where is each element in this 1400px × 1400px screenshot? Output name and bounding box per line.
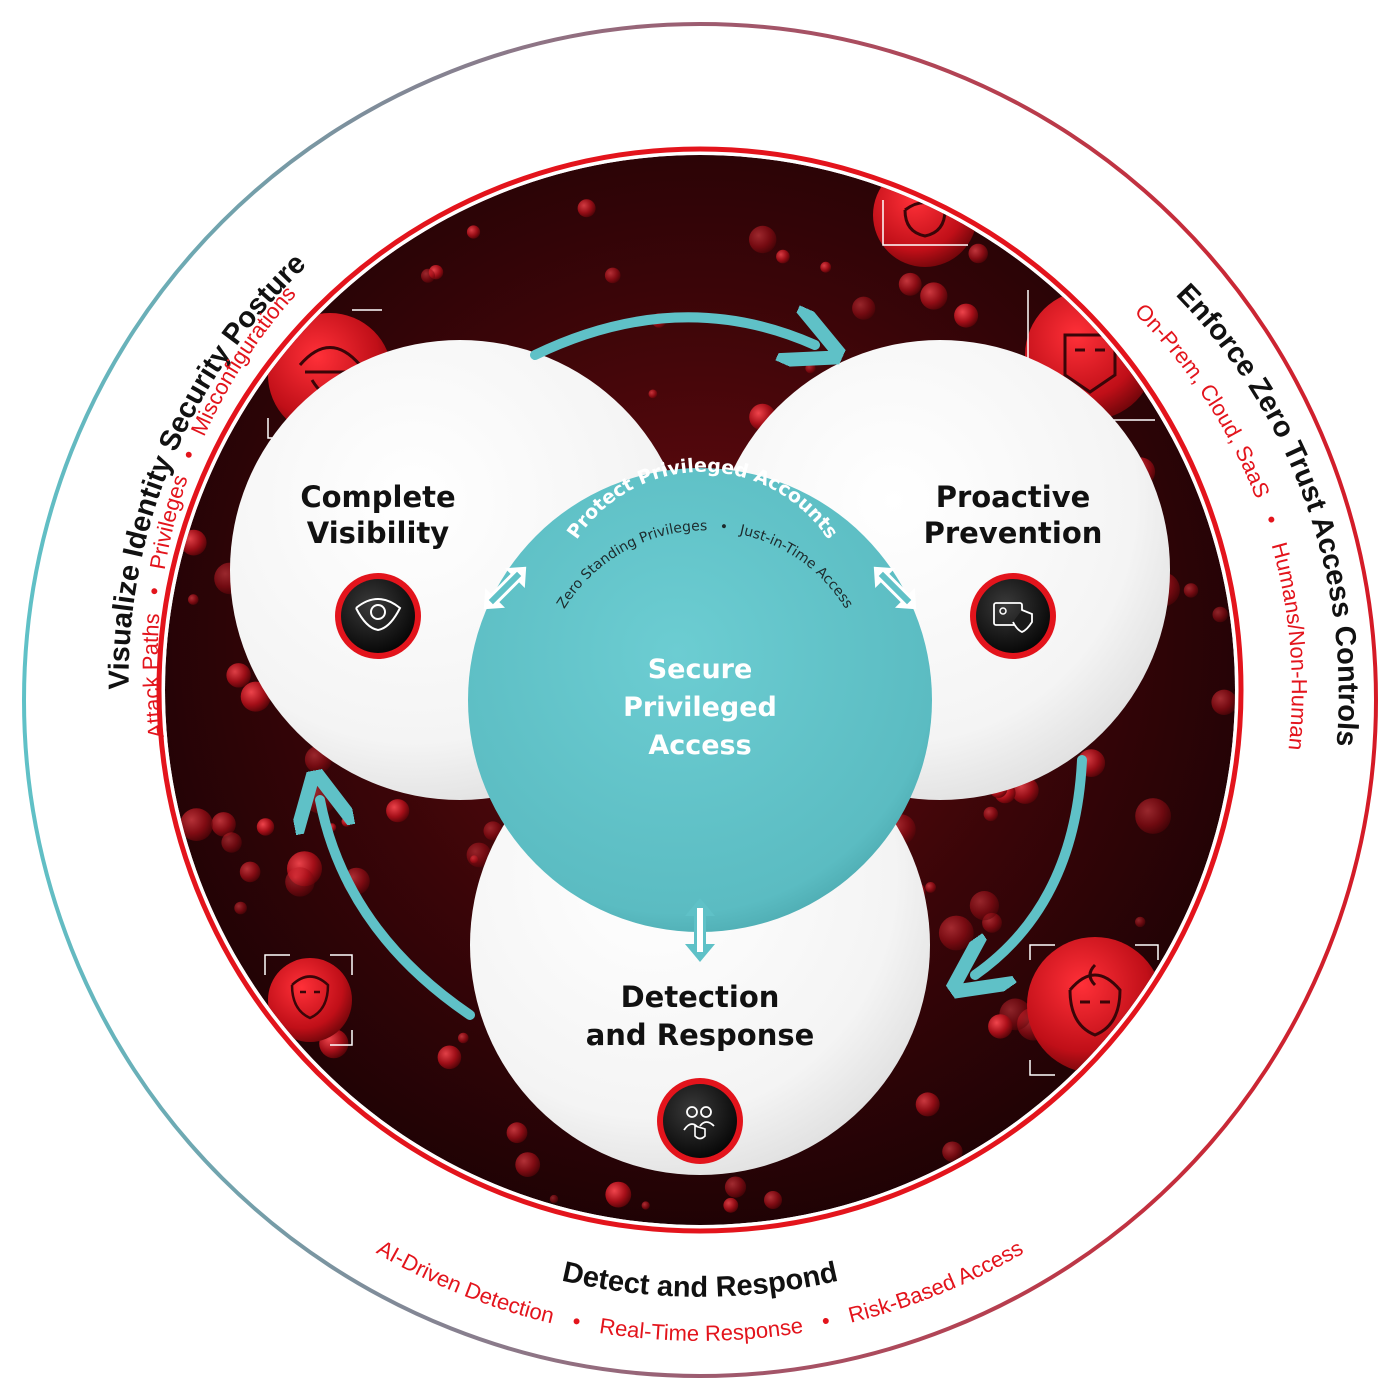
- masked-skull-icon: [264, 954, 353, 1046]
- bokeh-dot: [915, 1092, 940, 1117]
- detection-line2: and Response: [586, 1018, 815, 1052]
- bokeh-dot: [549, 1194, 559, 1204]
- bokeh-dot: [506, 1122, 528, 1144]
- double-arrow-right: [873, 566, 917, 610]
- prevention-line2: Prevention: [924, 516, 1103, 550]
- center-ball: [468, 468, 932, 932]
- bokeh-dot: [776, 249, 790, 264]
- bokeh-dot: [285, 867, 315, 897]
- bokeh-dot: [577, 199, 596, 218]
- bokeh-dot: [458, 1032, 469, 1044]
- bokeh-dot: [466, 225, 481, 239]
- bokeh-dot: [898, 272, 922, 296]
- prevention-line1: Proactive: [936, 480, 1091, 514]
- cycle-arrow-top: [530, 317, 815, 355]
- bokeh-dot: [211, 812, 236, 837]
- bokeh-dot: [925, 882, 936, 893]
- bokeh-dot: [920, 282, 948, 310]
- bokeh-dot: [724, 1176, 747, 1198]
- center-line3: Access: [648, 730, 751, 761]
- double-arrow-left: [483, 566, 527, 610]
- bokeh-dot: [239, 861, 261, 883]
- bokeh-dot: [723, 1197, 739, 1213]
- bokeh-dot: [1135, 916, 1146, 928]
- bokeh-dot: [386, 799, 410, 823]
- bokeh-dot: [648, 389, 658, 399]
- bokeh-dot: [820, 261, 832, 273]
- id-card-shield-icon: [970, 573, 1056, 659]
- visibility-line1: Complete: [300, 480, 455, 514]
- bokeh-dot: [938, 915, 974, 951]
- bokeh-dot: [988, 1014, 1013, 1039]
- bokeh-dot: [515, 1152, 541, 1177]
- bokeh-dot: [188, 594, 199, 605]
- bokeh-dot: [256, 818, 275, 836]
- double-arrow-bottom: [685, 898, 715, 962]
- bokeh-dot: [466, 842, 492, 868]
- bokeh-dot: [605, 1181, 632, 1208]
- left-sep-1: •: [141, 586, 167, 597]
- bokeh-dot: [221, 832, 242, 853]
- center-line1: Secure: [648, 654, 753, 685]
- bokeh-dot: [969, 891, 1000, 921]
- bokeh-dot: [968, 243, 988, 264]
- bokeh-dot: [1135, 798, 1171, 834]
- bokeh-dot: [1211, 689, 1235, 715]
- bokeh-dot: [437, 1045, 462, 1070]
- bokeh-dot: [749, 225, 777, 254]
- outer-ring-border: [22, 22, 1378, 1378]
- cycle-arrow-right: [975, 755, 1087, 975]
- eye-icon: [335, 573, 421, 659]
- bokeh-dot: [234, 901, 247, 915]
- bokeh-dot: [1212, 606, 1228, 623]
- bokeh-dot: [421, 268, 435, 283]
- bokeh-dot: [180, 808, 213, 841]
- bokeh-dot: [805, 363, 816, 374]
- bokeh-dot: [954, 303, 979, 328]
- users-shield-icon: [657, 1078, 743, 1164]
- cycle-arrow-left: [320, 800, 475, 1020]
- bokeh-dot: [604, 267, 621, 284]
- center-line2: Privileged: [623, 692, 777, 723]
- bokeh-dot: [641, 1201, 650, 1210]
- bokeh-dot: [983, 806, 998, 822]
- bokeh-dot: [852, 296, 876, 320]
- bokeh-dot: [226, 663, 251, 688]
- bokeh-dot: [341, 816, 352, 827]
- detection-line1: Detection: [621, 980, 780, 1014]
- center-arc-sep: •: [719, 519, 729, 536]
- bokeh-dot: [942, 1141, 963, 1162]
- bokeh-dot: [240, 681, 271, 712]
- bokeh-dot: [1183, 583, 1199, 598]
- bokeh-dot: [764, 1191, 782, 1209]
- visibility-line2: Visibility: [307, 516, 450, 550]
